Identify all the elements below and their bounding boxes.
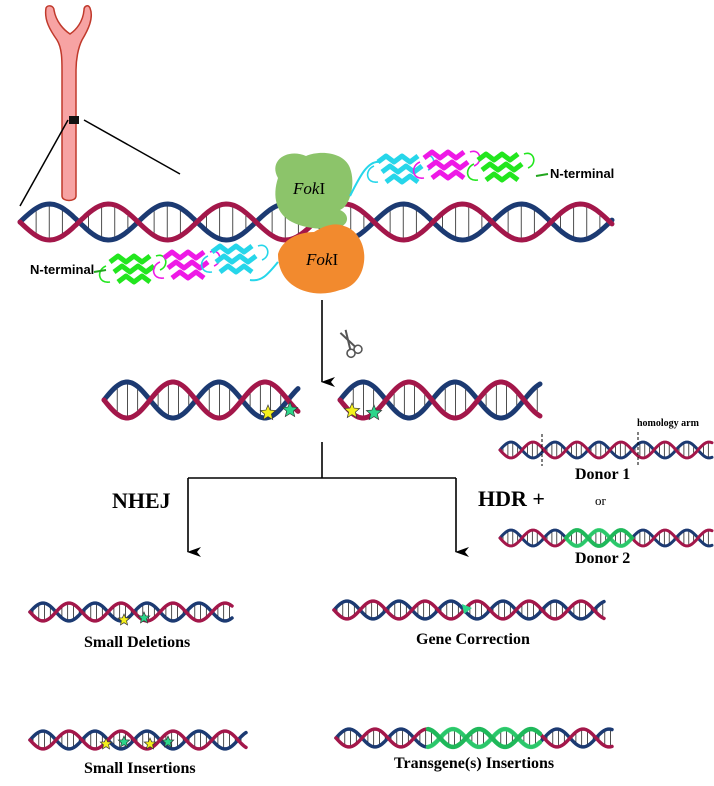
foki-domain-top [275, 152, 353, 229]
dna-strand-b [28, 601, 234, 623]
break-star-green [365, 404, 383, 421]
transgene-segment [564, 528, 634, 548]
break-star-yellow [99, 737, 113, 750]
transgene-insertions-dna [334, 726, 614, 750]
break-star-green [117, 735, 131, 748]
zinc-finger-cyan-left-loops [200, 244, 269, 273]
dna-layer [17, 201, 714, 751]
hdr-label: HDR + [478, 486, 545, 511]
foki-label-bottom: FokI [306, 250, 339, 269]
break-star-green [137, 611, 151, 624]
transgene-segment-strand [564, 528, 634, 548]
nhej-label: NHEJ [112, 488, 171, 513]
zinc-finger-green-left [98, 253, 167, 285]
small-insertions-label: Small Insertions [84, 760, 196, 777]
zinc-finger-green-right [466, 151, 535, 183]
chromosome-body [44, 5, 93, 202]
homology-arm-label: homology arm [637, 418, 699, 429]
zinc-finger-green-left-strands [108, 253, 156, 285]
or-label: or [595, 493, 606, 508]
correction-patch [462, 604, 472, 614]
break-stars [99, 401, 472, 750]
donor2-label: Donor 2 [575, 550, 631, 567]
dna-strand-a [498, 440, 714, 460]
transgene-insertions-label: Transgene(s) Insertions [394, 755, 555, 772]
zinc-finger-array-right [366, 149, 535, 185]
zinc-finger-cyan-right-strands [376, 153, 424, 185]
dna-strand-a [28, 729, 248, 751]
n-terminal-tail-right [535, 173, 549, 177]
chromosome-locus-marker [69, 116, 79, 124]
zinc-finger-cyan-left-strands [210, 243, 258, 275]
zinc-finger-cyan-left [200, 243, 269, 275]
zinc-finger-magenta-right [412, 149, 481, 181]
donor1-dna [498, 440, 714, 460]
dna-strand-a [101, 379, 301, 421]
break-star-yellow [343, 402, 361, 419]
small-insertions-dna [28, 729, 248, 751]
n-terminal-label-left: N-terminal [30, 262, 95, 277]
donor2-dna [498, 528, 714, 548]
break-star-green [281, 401, 299, 418]
break-star-yellow [117, 613, 131, 626]
n-terminal-tail-left [93, 269, 107, 273]
dna-strand-b [28, 729, 248, 751]
small-deletions-dna [28, 601, 234, 623]
chromosome [44, 5, 93, 202]
dna-strand-a [332, 599, 606, 621]
break-star-green [161, 735, 175, 748]
scissors-icon [339, 329, 363, 359]
foki-label-top: FokI [293, 179, 326, 198]
transgene-segment [425, 726, 543, 750]
zinc-finger-magenta-left [152, 249, 221, 281]
foki-domain-bottom [278, 224, 365, 294]
zoom-line-right [83, 119, 181, 175]
linker-left [249, 261, 279, 282]
small-deletions-label: Small Deletions [84, 634, 191, 651]
zinc-finger-green-right-strands [476, 151, 524, 183]
zinc-finger-magenta-right-strands [422, 149, 470, 181]
dna-strand-b [332, 599, 606, 621]
linker-right [349, 160, 381, 197]
gene-correction-label: Gene Correction [416, 631, 530, 648]
break-star-yellow [259, 404, 277, 421]
dna-strand-b [337, 379, 543, 421]
zinc-finger-array-left [98, 243, 269, 285]
zoom-line-left [19, 119, 69, 207]
donor1-label: Donor 1 [575, 466, 631, 483]
dna-strand-a [28, 601, 234, 623]
transgene-segment-strand [425, 726, 543, 750]
zinc-finger-green-right-loops [466, 152, 535, 181]
n-terminal-label-right: N-terminal [550, 166, 615, 181]
break-star-yellow [143, 737, 157, 750]
gene-correction-dna [332, 599, 606, 621]
